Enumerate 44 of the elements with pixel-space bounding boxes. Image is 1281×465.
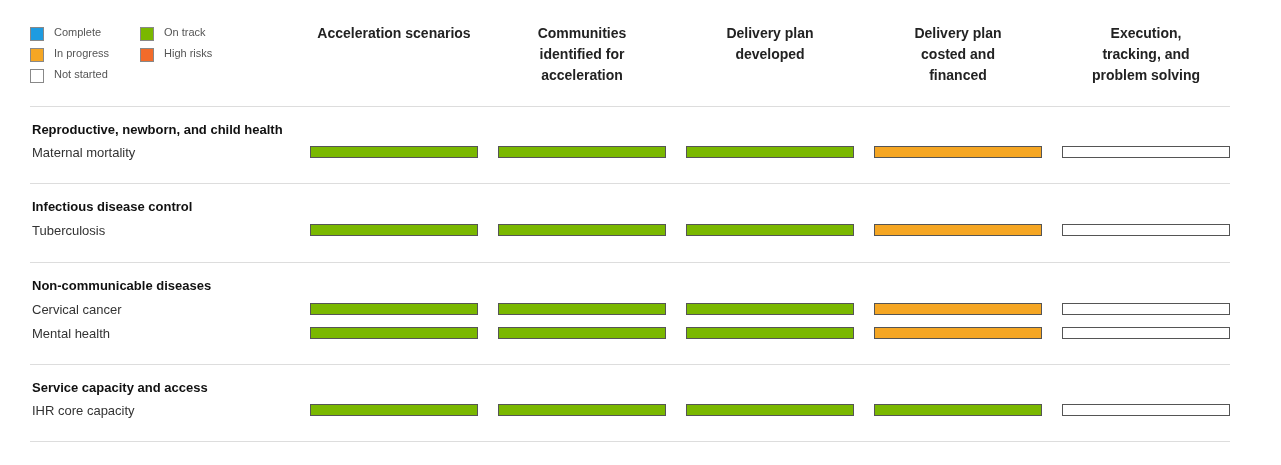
- status-bar: [1062, 224, 1230, 236]
- row-label: Maternal mortality: [32, 145, 136, 160]
- status-bar: [874, 303, 1042, 315]
- row-label: Cervical cancer: [32, 302, 122, 317]
- section-heading: Service capacity and access: [32, 380, 208, 395]
- column-header: Delivery plan developed: [725, 24, 815, 64]
- status-bar: [498, 224, 666, 236]
- status-bar: [874, 224, 1042, 236]
- legend-label: Not started: [54, 68, 108, 80]
- status-bar: [498, 327, 666, 339]
- legend-label: In progress: [54, 47, 110, 59]
- status-bar: [498, 303, 666, 315]
- status-bar: [874, 146, 1042, 158]
- status-bar: [310, 327, 478, 339]
- column-header: Acceleration scenarios: [316, 24, 472, 43]
- status-bar: [1062, 146, 1230, 158]
- status-bar: [1062, 303, 1230, 315]
- status-bar: [310, 404, 478, 416]
- status-bar: [310, 224, 478, 236]
- status-bar: [686, 224, 854, 236]
- status-bar: [310, 146, 478, 158]
- row-label: IHR core capacity: [32, 403, 135, 418]
- section-heading: Infectious disease control: [32, 199, 193, 214]
- legend-label: High risks: [164, 47, 213, 59]
- legend-label: On track: [164, 26, 206, 38]
- row-label: Mental health: [32, 326, 111, 341]
- status-bar: [686, 303, 854, 315]
- status-bar: [498, 404, 666, 416]
- status-bar: [310, 303, 478, 315]
- status-bar: [686, 404, 854, 416]
- status-bar: [686, 146, 854, 158]
- section-heading: Reproductive, newborn, and child health: [32, 122, 283, 137]
- legend-label: Complete: [54, 26, 102, 38]
- status-bar: [686, 327, 854, 339]
- status-bar: [874, 404, 1042, 416]
- section-heading: Non-communicable diseases: [32, 278, 212, 293]
- column-header: Communities identified for acceleration: [536, 24, 628, 85]
- column-header: Execution, tracking, and problem solving: [1090, 24, 1202, 85]
- column-header: Delivery plan costed and financed: [913, 24, 1003, 85]
- status-bar: [1062, 327, 1230, 339]
- status-bar: [1062, 404, 1230, 416]
- status-bar: [498, 146, 666, 158]
- row-label: Tuberculosis: [32, 223, 106, 238]
- status-bar: [874, 327, 1042, 339]
